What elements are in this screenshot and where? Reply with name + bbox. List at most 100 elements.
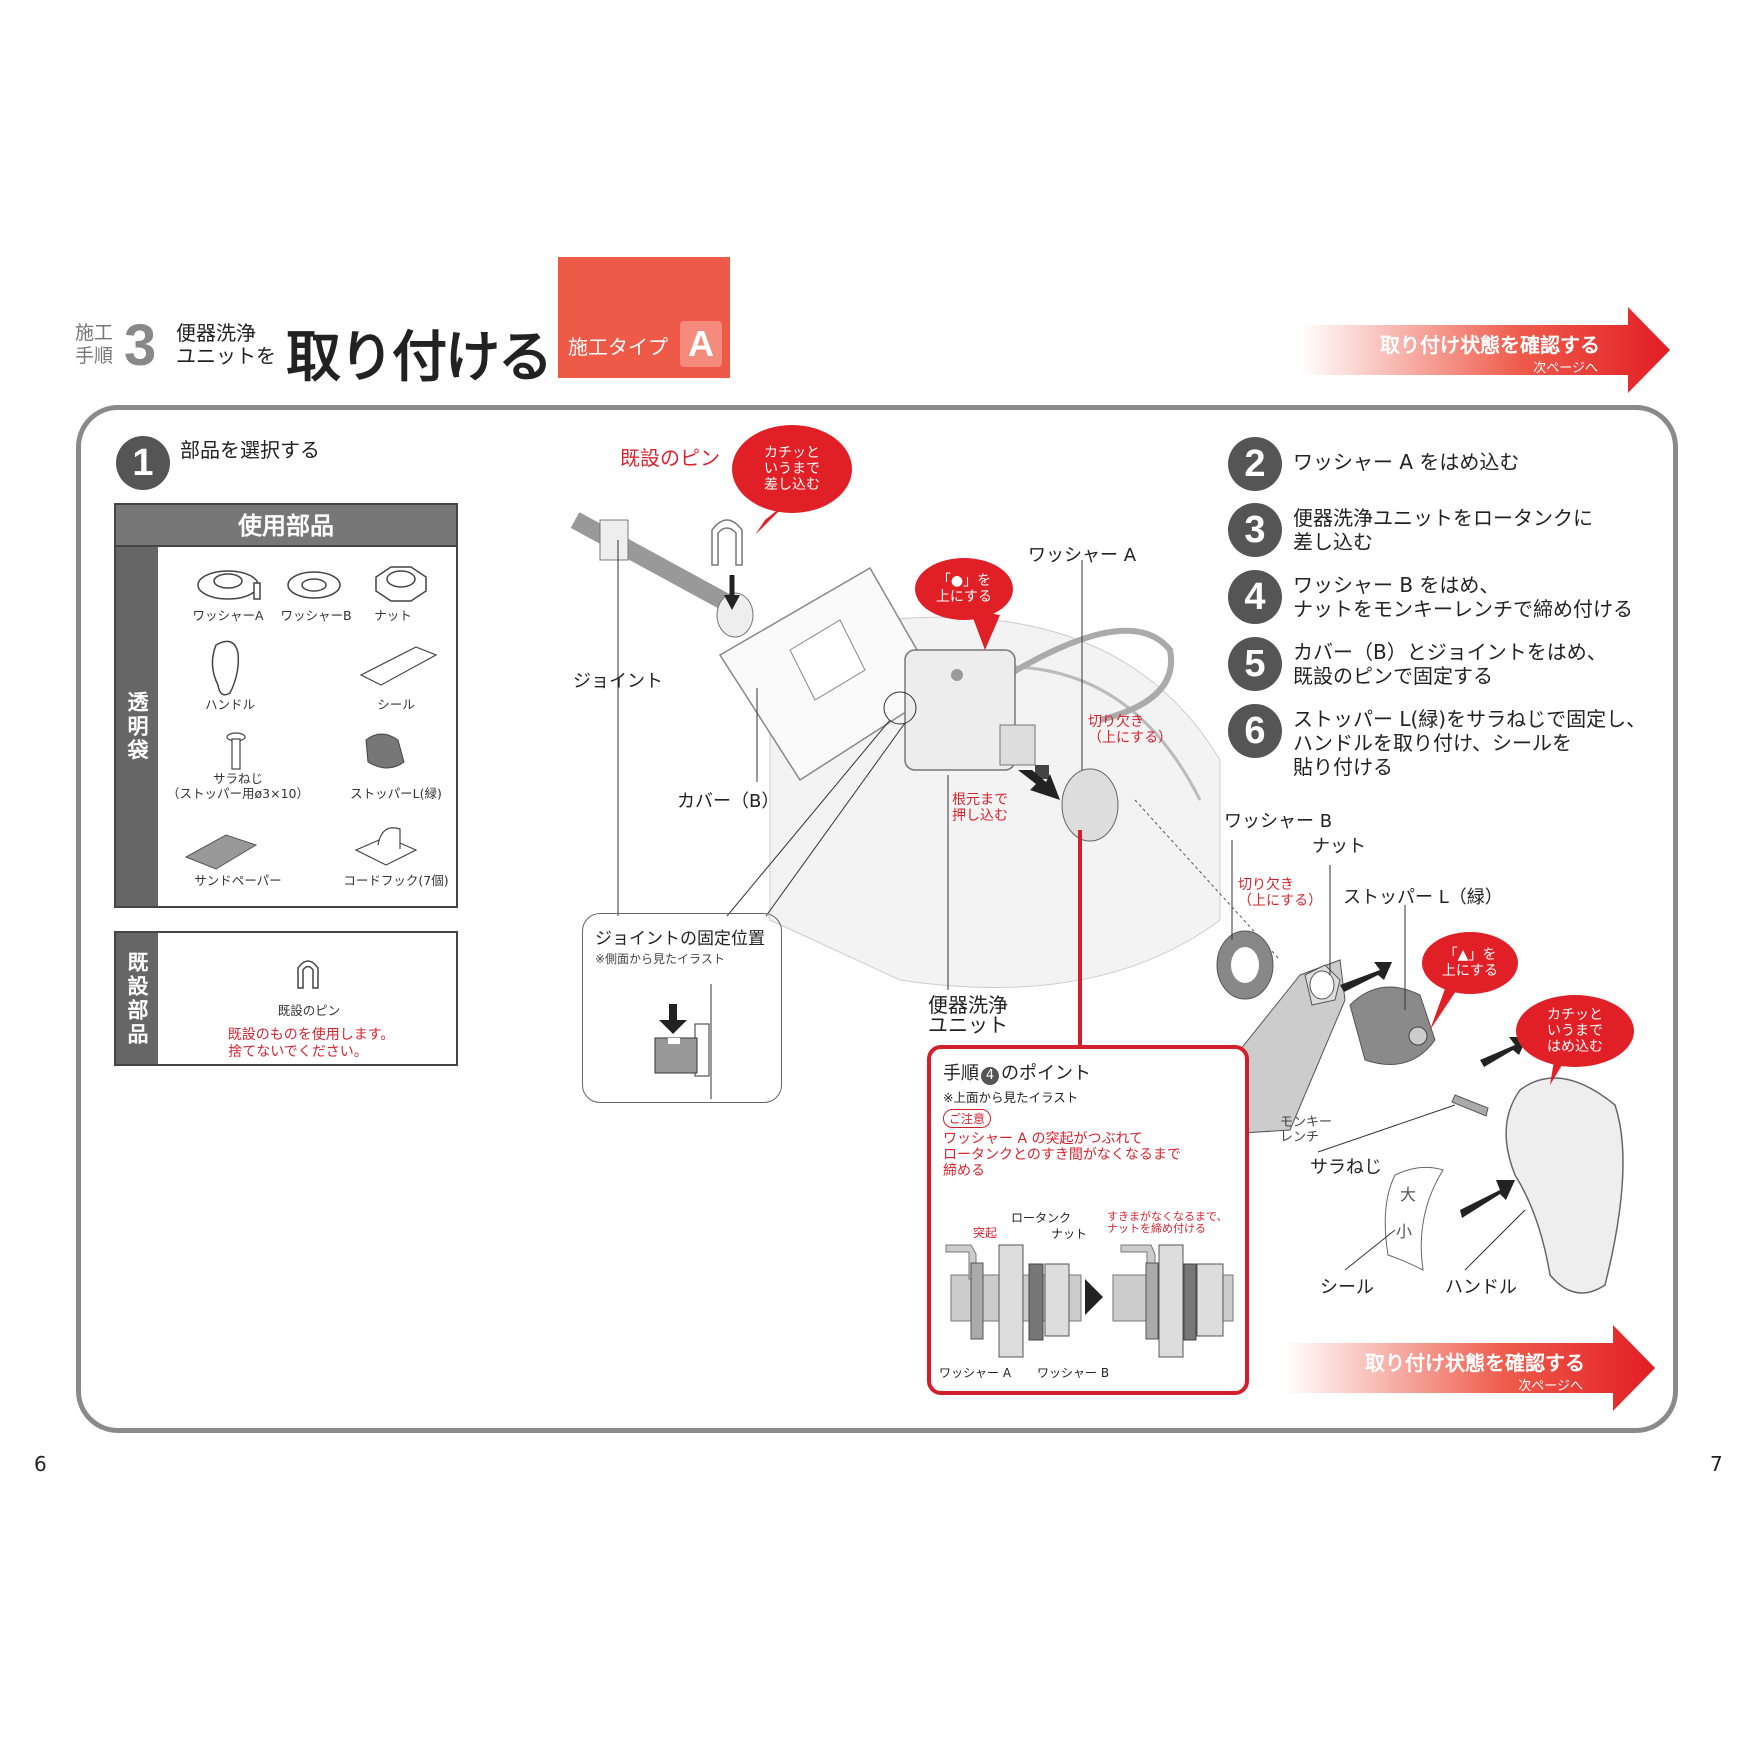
next-page-banner-top[interactable]: 取り付け状態を確認する次ページへ [1300, 307, 1670, 393]
page-number-right: 7 [1710, 1452, 1723, 1476]
page-number-left: 6 [34, 1452, 47, 1476]
part-label: （ストッパー用ø3×10） [167, 786, 309, 801]
label-existing-pin: 既設のピン [620, 446, 720, 470]
handle-icon [211, 640, 240, 696]
seal-large-mark: 大 [1400, 1185, 1417, 1204]
insert-arrow [1480, 1037, 1527, 1067]
banner-sub: 次ページへ [1518, 1379, 1583, 1394]
point-title-post: のポイント [1001, 1063, 1091, 1084]
joint-box-note: ※側面から見たイラスト [595, 952, 725, 966]
step-line: 差し込む [1293, 530, 1373, 554]
parts-table: 使用部品 透明袋 ワッシャーA ワッシャーB ナット ハンドル シール サラねじ… [114, 503, 458, 908]
type-badge: A [680, 321, 722, 367]
washer-b-icon [287, 571, 341, 599]
label-cover-b: カバー（B） [677, 791, 780, 812]
step-line: 既設のピンで固定する [1293, 664, 1493, 688]
existing-parts-table: 既設部品 既設のピン 既設のものを使用します。 捨てないでください。 [114, 931, 458, 1066]
label-handle: ハンドル [1445, 1277, 1517, 1298]
step-1-label: 部品を選択する [180, 438, 320, 462]
step-line: ナットをモンキーレンチで締め付ける [1293, 597, 1633, 621]
joint-position-box: ジョイントの固定位置 ※側面から見たイラスト [582, 913, 782, 1103]
step-line: ワッシャー B をはめ、 [1293, 573, 1500, 597]
existing-note-2: 捨てないでください。 [228, 1044, 368, 1060]
part-label: ワッシャーA [192, 608, 264, 623]
seal-small-mark: 小 [1396, 1222, 1413, 1241]
stopper-icon [365, 733, 405, 769]
after-state [1112, 1244, 1234, 1358]
sandpaper-icon [184, 834, 258, 870]
step-prefix: 施工 手順 [75, 322, 114, 367]
step-line: ハンドルを取り付け、シールを [1293, 731, 1572, 755]
insert-arrow [1340, 962, 1392, 992]
screw-shape [1451, 1094, 1489, 1117]
part-label: コードフック(7個) [343, 873, 449, 888]
step-6-badge: 6 [1228, 704, 1282, 758]
arrow-right-icon [1285, 1325, 1655, 1411]
existing-note-1: 既設のものを使用します。 [227, 1027, 395, 1043]
existing-item-label: 既設のピン [277, 1003, 341, 1018]
part-label: サラねじ [212, 771, 264, 786]
label-notch-2: 切り欠き （上にする） [1238, 877, 1323, 909]
subject: 便器洗浄ユニットを [176, 322, 276, 368]
arrow-right-icon [1085, 1279, 1103, 1315]
joint-side-diagram [654, 984, 712, 1099]
label-washer-b: ワッシャー B [1224, 811, 1333, 832]
point-step-badge: 4 [981, 1067, 999, 1085]
cord-hook-icon [354, 827, 418, 866]
next-page-banner-bottom[interactable]: 取り付け状態を確認する次ページへ [1285, 1325, 1655, 1411]
label-notch-1: 切り欠き （上にする） [1088, 714, 1173, 746]
step-line: ストッパー L(緑)をサラねじで固定し、 [1293, 707, 1647, 731]
banner-text: 取り付け状態を確認する [1365, 1351, 1585, 1375]
part-label: サンドペーパー [194, 873, 282, 888]
label-nut-small: ナット [1051, 1227, 1088, 1241]
step-line: カバー（B）とジョイントをはめ、 [1293, 640, 1607, 664]
washer-a-icon [197, 570, 261, 600]
step-4-badge: 4 [1228, 570, 1282, 624]
insert-arrow [1460, 1180, 1515, 1218]
step-number: 3 [124, 313, 157, 378]
arrow-right-icon [1300, 307, 1670, 393]
label-washer-a-small: ワッシャー A [939, 1366, 1012, 1380]
parts-illustrations [184, 566, 438, 870]
nut-icon [375, 566, 427, 602]
page-title: 取り付ける [286, 325, 553, 389]
label-joint: ジョイント [573, 671, 663, 692]
part-label: ワッシャーB [280, 608, 352, 623]
label-low-tank: ロータンク [1011, 1211, 1072, 1225]
callout-click-insert: カチッと いうまで 差し込む [732, 425, 852, 513]
step-3-text: 便器洗浄ユニットをロータンクに差し込む [1293, 506, 1593, 554]
banner-sub: 次ページへ [1533, 361, 1598, 376]
stopper-shape [1349, 986, 1436, 1065]
step-line: 貼り付ける [1293, 755, 1393, 779]
callout-triangle-up: 「▲」を 上にする [1422, 932, 1518, 994]
label-screw: サラねじ [1310, 1157, 1382, 1178]
label-protrusion: 突起 [973, 1226, 998, 1240]
step-1-badge: 1 [116, 436, 170, 490]
seal-icon [359, 646, 438, 686]
callout-dot-up: 「●」を 上にする [915, 558, 1013, 620]
joint-box-title: ジョイントの固定位置 [595, 929, 765, 949]
label-push-to-base: 根元まで 押し込む [952, 792, 1008, 824]
subject-line1: 便器洗浄 [176, 321, 256, 345]
step-line: 便器洗浄ユニットをロータンクに [1293, 506, 1593, 530]
step-3-badge: 3 [1228, 503, 1282, 557]
label-washer-a: ワッシャー A [1028, 545, 1137, 566]
screw-icon [226, 732, 246, 770]
label-seal: シール [1320, 1277, 1374, 1298]
hose [998, 627, 1175, 723]
content-frame [76, 405, 1678, 1433]
handle-shape [1505, 1077, 1624, 1294]
point-note: ※上面から見たイラスト [943, 1090, 1079, 1105]
point-title-pre: 手順 [943, 1063, 979, 1084]
label-stopper: ストッパー L（緑） [1343, 887, 1503, 908]
pin-shape [711, 519, 743, 566]
part-label: シール [377, 697, 415, 712]
unit-shape [904, 649, 1049, 779]
caution-badge: ご注意 [943, 1109, 992, 1128]
part-label: ナット [374, 608, 412, 623]
step-5-text: カバー（B）とジョイントをはめ、既設のピンで固定する [1293, 640, 1607, 688]
point-warning: ワッシャー A の突起がつぶれて ロータンクとのすき間がなくなるまで 締める [943, 1131, 1181, 1179]
